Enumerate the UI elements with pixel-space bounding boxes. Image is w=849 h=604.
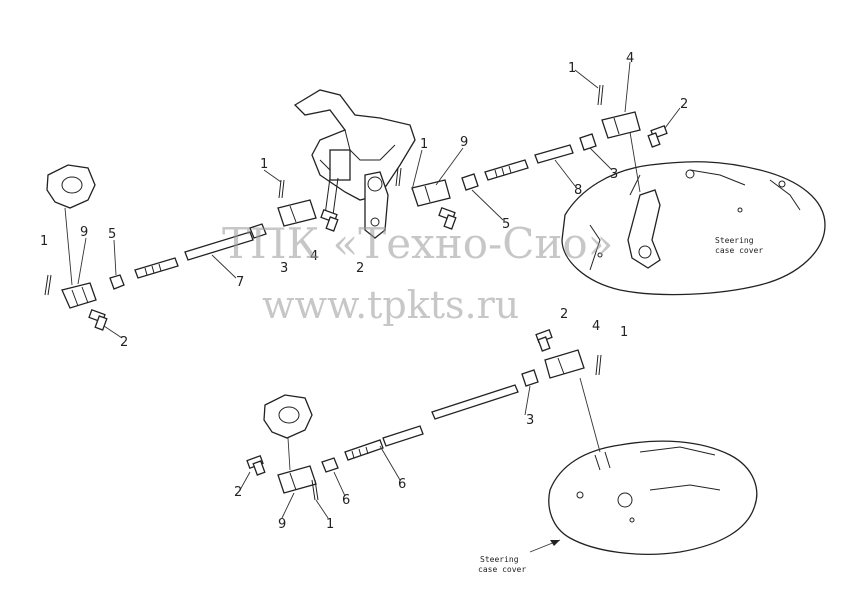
- lower-bolt: [246, 455, 266, 476]
- callout-2-lower: 2: [234, 485, 242, 500]
- lower-right-bolt: [535, 329, 553, 352]
- upper-bracket: [293, 89, 416, 239]
- callout-3-mid: 3: [280, 261, 288, 276]
- callout-6-nut: 6: [342, 493, 350, 508]
- callout-9-left: 9: [80, 225, 88, 240]
- callout-9-mid: 9: [460, 135, 468, 150]
- callout-2-left: 2: [120, 335, 128, 350]
- watermark-company-name: ТПК «Техно-Сио»: [222, 219, 613, 268]
- bracket-clevis: [411, 179, 451, 207]
- callout-6-rod: 6: [398, 477, 406, 492]
- callout-9-lower: 9: [278, 517, 286, 532]
- callout-1-bracket: 1: [420, 137, 428, 152]
- rod-8: [484, 144, 574, 181]
- callout-5-mid: 5: [502, 217, 510, 232]
- callout-2-mid: 2: [356, 261, 364, 276]
- rod-6: [344, 384, 519, 461]
- upper-steering-case-cover: Steering case cover: [561, 161, 826, 296]
- left-bolt: [88, 309, 108, 331]
- callout-2-top: 2: [680, 97, 688, 112]
- callout-3-lower: 3: [526, 413, 534, 428]
- callout-1-right: 1: [620, 325, 628, 340]
- lower-clevis: [277, 465, 317, 494]
- upper-right-bolt: [647, 125, 668, 148]
- bracket-nut: [461, 173, 479, 191]
- middle-nut: [249, 223, 267, 239]
- left-clevis: [61, 282, 97, 309]
- upper-right-cotter-pin: [597, 84, 604, 106]
- callout-4-right: 4: [592, 319, 600, 334]
- lower-right-nut: [521, 369, 539, 387]
- lower-joint-block: [263, 394, 313, 471]
- middle-clevis: [277, 199, 317, 227]
- callout-4-mid: 4: [310, 249, 318, 264]
- callout-1-lower: 1: [326, 517, 334, 532]
- upper-cover-note-line2: case cover: [715, 246, 763, 255]
- lower-cover-note-line1: Steering: [480, 555, 519, 564]
- lower-right-clevis: [544, 349, 585, 379]
- callout-2-right: 2: [560, 307, 568, 322]
- lower-nut: [321, 457, 339, 473]
- left-upper-joint-block: [46, 164, 96, 286]
- watermark: ТПК «Техно-Сио» www.tpkts.ru: [222, 219, 613, 327]
- callout-1-mid: 1: [260, 157, 268, 172]
- callout-3-top: 3: [610, 167, 618, 182]
- rod-7: [134, 231, 254, 279]
- callout-numbers: 1 9 5 2 7 1 3 4 2 1 9 5 8 1 4 2 3 2 4 1 …: [40, 51, 688, 532]
- callout-1-left: 1: [40, 234, 48, 249]
- callout-5-left: 5: [108, 227, 116, 242]
- bracket-bolt: [438, 207, 457, 230]
- lower-cover-note-line2: case cover: [478, 565, 526, 574]
- middle-bolt: [320, 209, 339, 232]
- callout-4-top: 4: [626, 51, 634, 66]
- callout-1-top: 1: [568, 61, 576, 76]
- callout-7: 7: [236, 275, 244, 290]
- watermark-website: www.tpkts.ru: [262, 283, 519, 327]
- upper-right-clevis: [601, 111, 641, 139]
- callout-8: 8: [574, 183, 582, 198]
- lower-steering-case-cover: Steering case cover: [478, 377, 758, 574]
- lower-right-cotter-pin: [595, 354, 602, 376]
- bracket-cotter-pin: [395, 167, 402, 187]
- upper-steering-lever: [627, 131, 661, 269]
- middle-cotter-pin: [278, 179, 285, 199]
- lower-cotter-pin: [311, 479, 319, 501]
- upper-right-nut: [579, 133, 597, 151]
- callout-leaders: [77, 61, 681, 519]
- left-cotter-pin: [44, 274, 52, 296]
- upper-cover-note-line1: Steering: [715, 236, 754, 245]
- left-nut: [109, 274, 125, 290]
